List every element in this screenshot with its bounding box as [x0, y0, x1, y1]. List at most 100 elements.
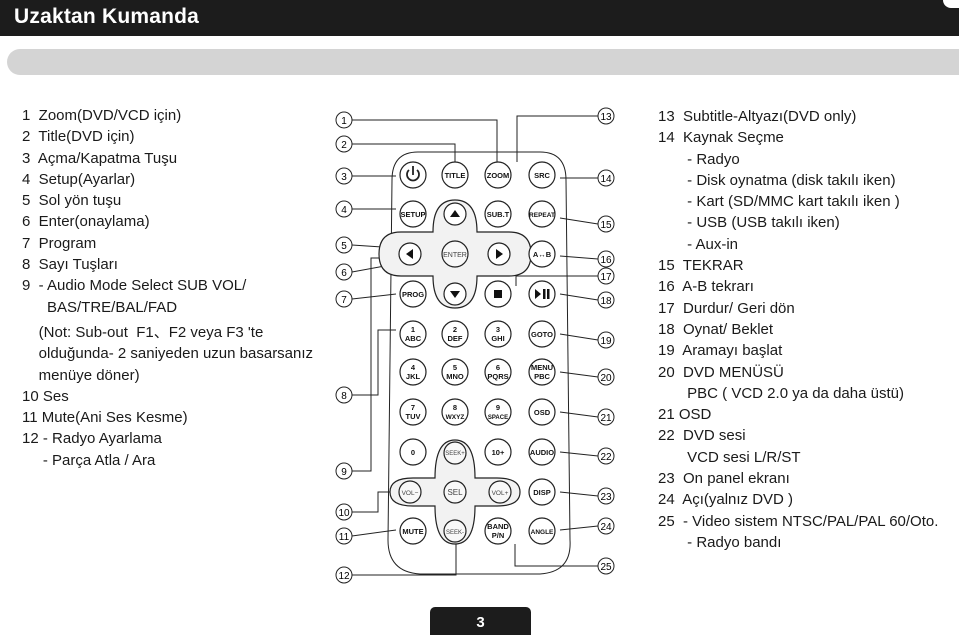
seek-up-button: SEEK+	[443, 441, 467, 465]
svg-text:1: 1	[411, 325, 415, 334]
svg-text:3: 3	[496, 325, 500, 334]
legend-line: 8 Sayı Tuşları	[22, 256, 118, 274]
svg-text:WXYZ: WXYZ	[446, 414, 465, 421]
svg-text:10: 10	[338, 508, 350, 519]
legend-line: 17 Durdur/ Geri dön	[658, 299, 795, 317]
digit-0-button: 0	[399, 438, 427, 466]
callout-7: 7	[335, 290, 353, 308]
leader-line	[352, 542, 457, 576]
svg-text:SEEK+: SEEK+	[445, 451, 465, 457]
header-band	[7, 49, 959, 75]
svg-text:24: 24	[600, 522, 612, 533]
svg-text:SETUP: SETUP	[400, 210, 425, 219]
svg-text:0: 0	[411, 448, 415, 457]
svg-text:6: 6	[341, 268, 347, 279]
legend-line: BAS/TRE/BAL/FAD	[22, 298, 178, 316]
callout-4: 4	[335, 200, 353, 218]
svg-text:9: 9	[341, 467, 347, 478]
leader-line	[559, 491, 599, 497]
svg-text:13: 13	[600, 112, 612, 123]
legend-line: - USB (USB takılı iken)	[658, 214, 840, 232]
prog-button: PROG	[399, 280, 427, 308]
svg-text:SUB.T: SUB.T	[487, 210, 510, 219]
callout-20: 20	[597, 368, 615, 386]
callout-1: 1	[335, 111, 353, 129]
osd-button: OSD	[528, 398, 556, 426]
svg-text:4: 4	[341, 205, 347, 216]
zoom-button: ZOOM	[484, 161, 512, 189]
svg-text:14: 14	[600, 174, 612, 185]
leader-line	[559, 333, 599, 341]
svg-text:PQRS: PQRS	[487, 372, 508, 381]
legend-line: 16 A-B tekrarı	[658, 278, 754, 296]
svg-text:2: 2	[453, 325, 457, 334]
leader-line	[352, 119, 498, 162]
legend-line: - Aux-in	[658, 235, 739, 253]
svg-text:SPACE: SPACE	[488, 415, 508, 421]
legend-line: 4 Setup(Ayarlar)	[22, 170, 136, 188]
callout-22: 22	[597, 447, 615, 465]
svg-text:19: 19	[600, 336, 612, 347]
legend-line: 22 DVD sesi	[658, 427, 746, 445]
svg-text:9: 9	[496, 403, 500, 412]
legend-line: 15 TEKRAR	[658, 257, 744, 275]
ab-button: A↔B	[528, 240, 556, 268]
leader-line	[559, 525, 599, 531]
svg-text:ANGLE: ANGLE	[531, 529, 554, 536]
callout-24: 24	[597, 517, 615, 535]
legend-line: 20 DVD MENÜSÜ	[658, 363, 784, 381]
page-header: Uzaktan Kumanda	[0, 0, 959, 36]
legend-line: 11 Mute(Ani Ses Kesme)	[22, 409, 188, 427]
svg-text:DEF: DEF	[448, 334, 463, 343]
svg-text:11: 11	[339, 532, 350, 543]
svg-text:P/N: P/N	[492, 531, 505, 540]
svg-text:4: 4	[411, 363, 416, 372]
svg-text:GOTO: GOTO	[531, 330, 553, 339]
callout-10: 10	[335, 503, 353, 521]
down-arrow-button	[443, 282, 467, 306]
callout-17: 17	[597, 267, 615, 285]
legend-line: (Not: Sub-out F1、F2 veya F3 'te	[22, 323, 264, 341]
legend-line: 3 Açma/Kapatma Tuşu	[22, 149, 178, 167]
svg-text:BAND: BAND	[487, 522, 509, 531]
legend-line: - Parça Atla / Ara	[22, 451, 156, 469]
setup-button: SETUP	[399, 200, 427, 228]
vol-plus-button: VOL+	[488, 480, 512, 504]
goto-button: GOTO	[528, 320, 556, 348]
svg-text:OSD: OSD	[534, 408, 551, 417]
repeat-button: REPEAT	[528, 200, 556, 228]
callout-21: 21	[597, 408, 615, 426]
callout-14: 14	[597, 169, 615, 187]
svg-text:2: 2	[341, 140, 347, 151]
leader-line	[559, 411, 599, 418]
svg-text:SEEK-: SEEK-	[446, 530, 464, 536]
legend-line: VCD sesi L/R/ST	[658, 448, 801, 466]
leader-line	[351, 529, 397, 537]
svg-text:10+: 10+	[492, 448, 505, 457]
svg-text:PROG: PROG	[402, 290, 424, 299]
right-arrow-button	[487, 242, 511, 266]
svg-text:20: 20	[600, 373, 612, 384]
audio-button: AUDIO	[528, 438, 556, 466]
svg-text:1: 1	[341, 116, 347, 127]
legend-line: 6 Enter(onaylama)	[22, 213, 150, 231]
svg-text:SRC: SRC	[534, 171, 550, 180]
leader-line	[352, 329, 396, 396]
callouts-left: 1 2 3 4 5 6 7 8 9 10 11 12	[335, 111, 353, 584]
title-button: TITLE	[441, 161, 469, 189]
legend-line: 1 Zoom(DVD/VCD için)	[22, 107, 182, 124]
legend-line: 12 - Radyo Ayarlama	[22, 430, 162, 448]
svg-text:MNO: MNO	[446, 372, 464, 381]
svg-text:15: 15	[600, 220, 612, 231]
vol-minus-button: VOL−	[398, 480, 422, 504]
up-arrow-button	[443, 202, 467, 226]
svg-text:A↔B: A↔B	[533, 250, 552, 259]
stop-button	[484, 280, 512, 308]
svg-text:ABC: ABC	[405, 334, 422, 343]
svg-text:16: 16	[600, 255, 612, 266]
svg-text:5: 5	[341, 241, 347, 252]
